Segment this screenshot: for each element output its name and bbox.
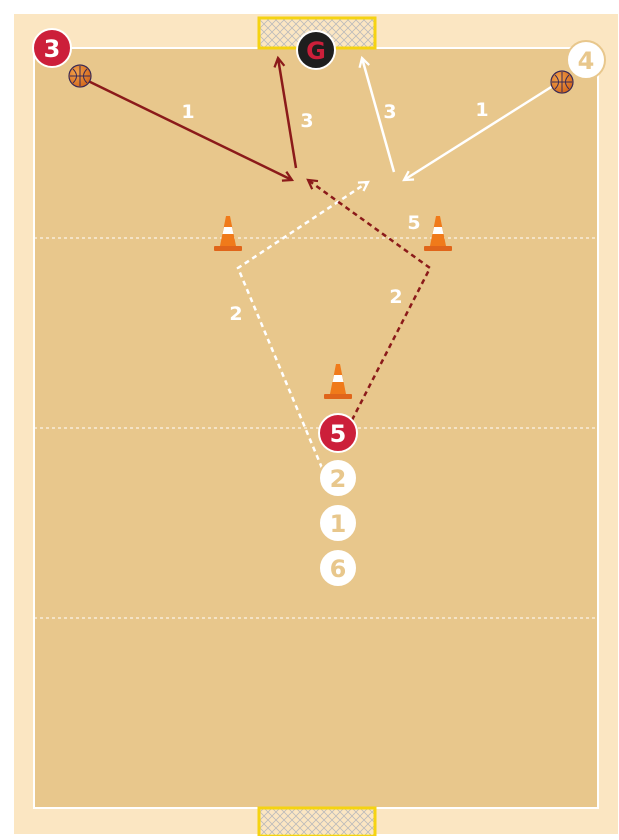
- step-label-left-run: 2: [229, 303, 242, 325]
- player-2: 2: [319, 459, 357, 497]
- player-6-label: 6: [330, 555, 347, 583]
- ball-left: [69, 65, 91, 87]
- step-label-right-run: 2: [389, 286, 402, 308]
- step-label-left-pass: 1: [181, 101, 194, 123]
- player-5-label: 5: [330, 420, 347, 448]
- step-label-right-pass: 1: [475, 99, 488, 121]
- player-4: 4: [567, 41, 605, 79]
- player-6: 6: [319, 549, 357, 587]
- goalkeeper-label: G: [306, 37, 326, 65]
- player-3-label: 3: [44, 35, 61, 63]
- step-label-red-cut: 5: [407, 212, 420, 234]
- player-2-label: 2: [330, 465, 347, 493]
- goalkeeper: G: [297, 31, 335, 69]
- player-3: 3: [33, 29, 71, 67]
- player-1-label: 1: [330, 510, 347, 538]
- ball-right: [551, 71, 573, 93]
- player-5: 5: [319, 414, 357, 452]
- step-label-right-shot: 3: [383, 101, 396, 123]
- step-label-left-shot: 3: [300, 110, 313, 132]
- goal-bottom: [259, 808, 375, 836]
- player-1: 1: [319, 504, 357, 542]
- player-4-label: 4: [578, 47, 595, 75]
